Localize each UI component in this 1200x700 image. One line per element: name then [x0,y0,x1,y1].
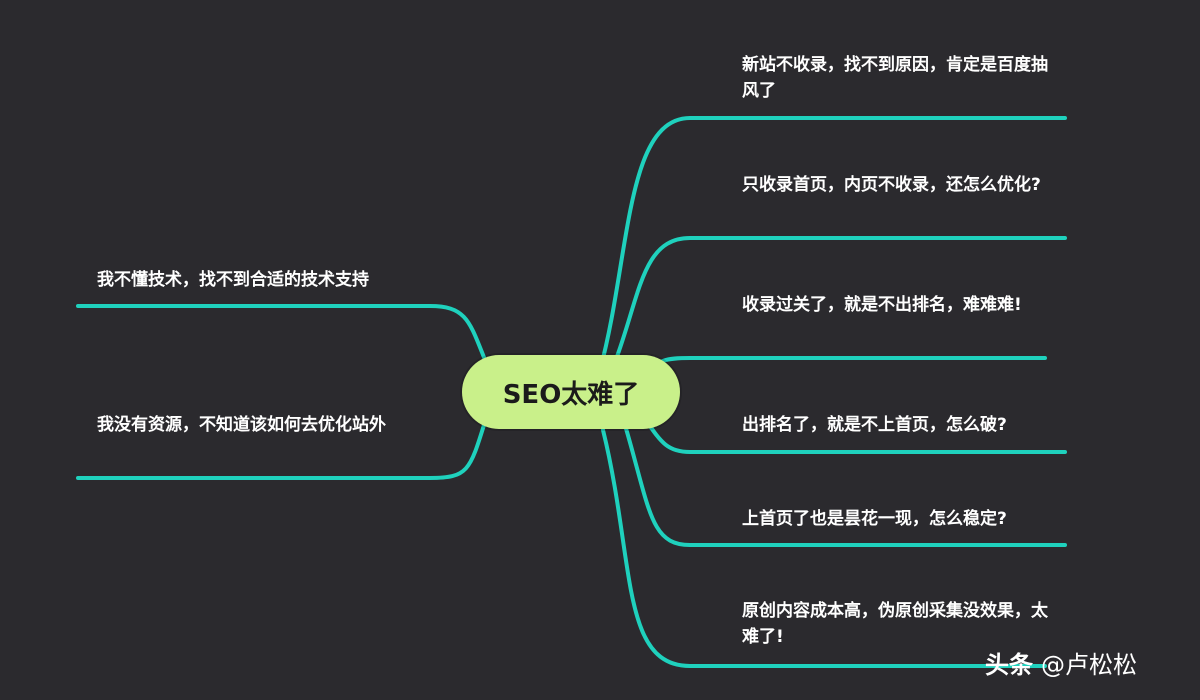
link-right-1 [598,116,1067,372]
root-node-label: SEO太难了 [502,379,640,410]
branch-node-right-3: 收录过关了，就是不出排名，难难难! [742,295,1022,315]
watermark: 头条 @卢松松 [985,642,1185,682]
branch-node-right-4: 出排名了，就是不上首页，怎么破? [742,415,1007,435]
branch-node-right-5: 上首页了也是昙花一现，怎么稳定? [742,509,1007,529]
link-left-1 [76,304,492,374]
link-right-2 [610,236,1067,372]
branch-node-left-2: 我没有资源，不知道该如何去优化站外 [97,415,386,435]
link-right-3 [638,356,1047,377]
link-left-2 [76,410,490,480]
root-node: SEO太难了 [462,355,680,429]
branch-node-left-1: 我不懂技术，找不到合适的技术支持 [97,270,369,290]
branch-node-right-1: 新站不收录，找不到原因，肯定是百度抽风了 [742,55,1048,101]
watermark-handle: @卢松松 [1041,650,1137,679]
branch-node-right-6: 原创内容成本高，伪原创采集没效果，太难了! [742,601,1048,647]
link-right-5 [623,423,1067,547]
watermark-brand: 头条 [985,650,1033,679]
branch-node-right-2: 只收录首页，内页不收录，还怎么优化? [742,175,1041,195]
link-right-6 [601,428,1047,668]
